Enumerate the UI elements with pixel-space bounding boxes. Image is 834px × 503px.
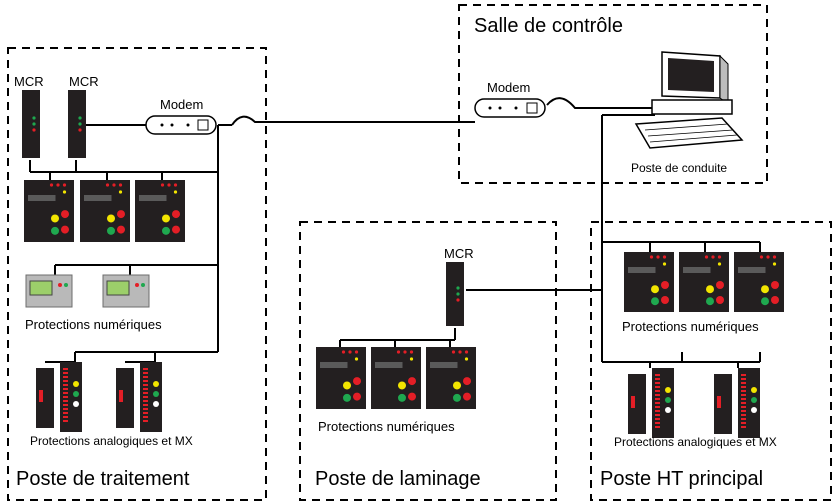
modem-label: Modem bbox=[160, 97, 204, 112]
mcr-label: MCR bbox=[444, 246, 474, 261]
network-links bbox=[29, 97, 761, 368]
zone-title-rolling: Poste de laminage bbox=[315, 468, 481, 490]
zone-border-treatment bbox=[7, 47, 267, 501]
analog-protection-icon bbox=[628, 368, 674, 438]
analog-protection-icon bbox=[116, 362, 162, 432]
mcr-controller-icon bbox=[68, 90, 86, 158]
mcr-label: MCR bbox=[69, 74, 99, 89]
mcr-controller-icon bbox=[22, 90, 40, 158]
zone-title-ht: Poste HT principal bbox=[600, 468, 764, 490]
protection-relay-icon bbox=[624, 252, 674, 312]
protection-relay-icon bbox=[80, 180, 130, 242]
zone-border-rolling bbox=[299, 221, 557, 501]
protection-relay-icon bbox=[135, 180, 185, 242]
analog-units bbox=[36, 362, 760, 438]
digital-protections-label: Protections numériques bbox=[25, 317, 162, 332]
protection-relay-icon bbox=[24, 180, 74, 242]
digital-protections-label: Protections numériques bbox=[318, 419, 455, 434]
digital-protections-label: Protections numériques bbox=[622, 319, 759, 334]
modem-icon bbox=[145, 115, 217, 135]
digital-relay-icon bbox=[102, 274, 150, 308]
zone-border-ht bbox=[590, 221, 832, 501]
zone-title-treatment: Poste de traitement bbox=[16, 468, 190, 490]
zone-borders bbox=[7, 4, 832, 501]
analog-protection-icon bbox=[714, 368, 760, 438]
computer-workstation-icon bbox=[634, 51, 744, 149]
zone-title-control-room: Salle de contrôle bbox=[474, 15, 623, 37]
digital-relays bbox=[25, 274, 150, 308]
mcr-label: MCR bbox=[14, 74, 44, 89]
relay-groups bbox=[24, 180, 784, 409]
operator-station-label: Poste de conduite bbox=[631, 161, 728, 175]
protection-relay-icon bbox=[426, 347, 476, 409]
analog-protection-icon bbox=[36, 362, 82, 432]
protection-relay-icon bbox=[371, 347, 421, 409]
zone-border-control-room bbox=[458, 4, 768, 184]
analog-protections-label: Protections analogiques et MX bbox=[614, 435, 777, 449]
protection-relay-icon bbox=[734, 252, 784, 312]
mcr-controller-icon bbox=[446, 262, 464, 326]
modem-label: Modem bbox=[487, 80, 531, 95]
protection-relay-icon bbox=[316, 347, 366, 409]
modem-icon bbox=[474, 98, 546, 118]
protection-relay-icon bbox=[679, 252, 729, 312]
digital-relay-icon bbox=[25, 274, 73, 308]
analog-protections-label: Protections analogiques et MX bbox=[30, 434, 193, 448]
